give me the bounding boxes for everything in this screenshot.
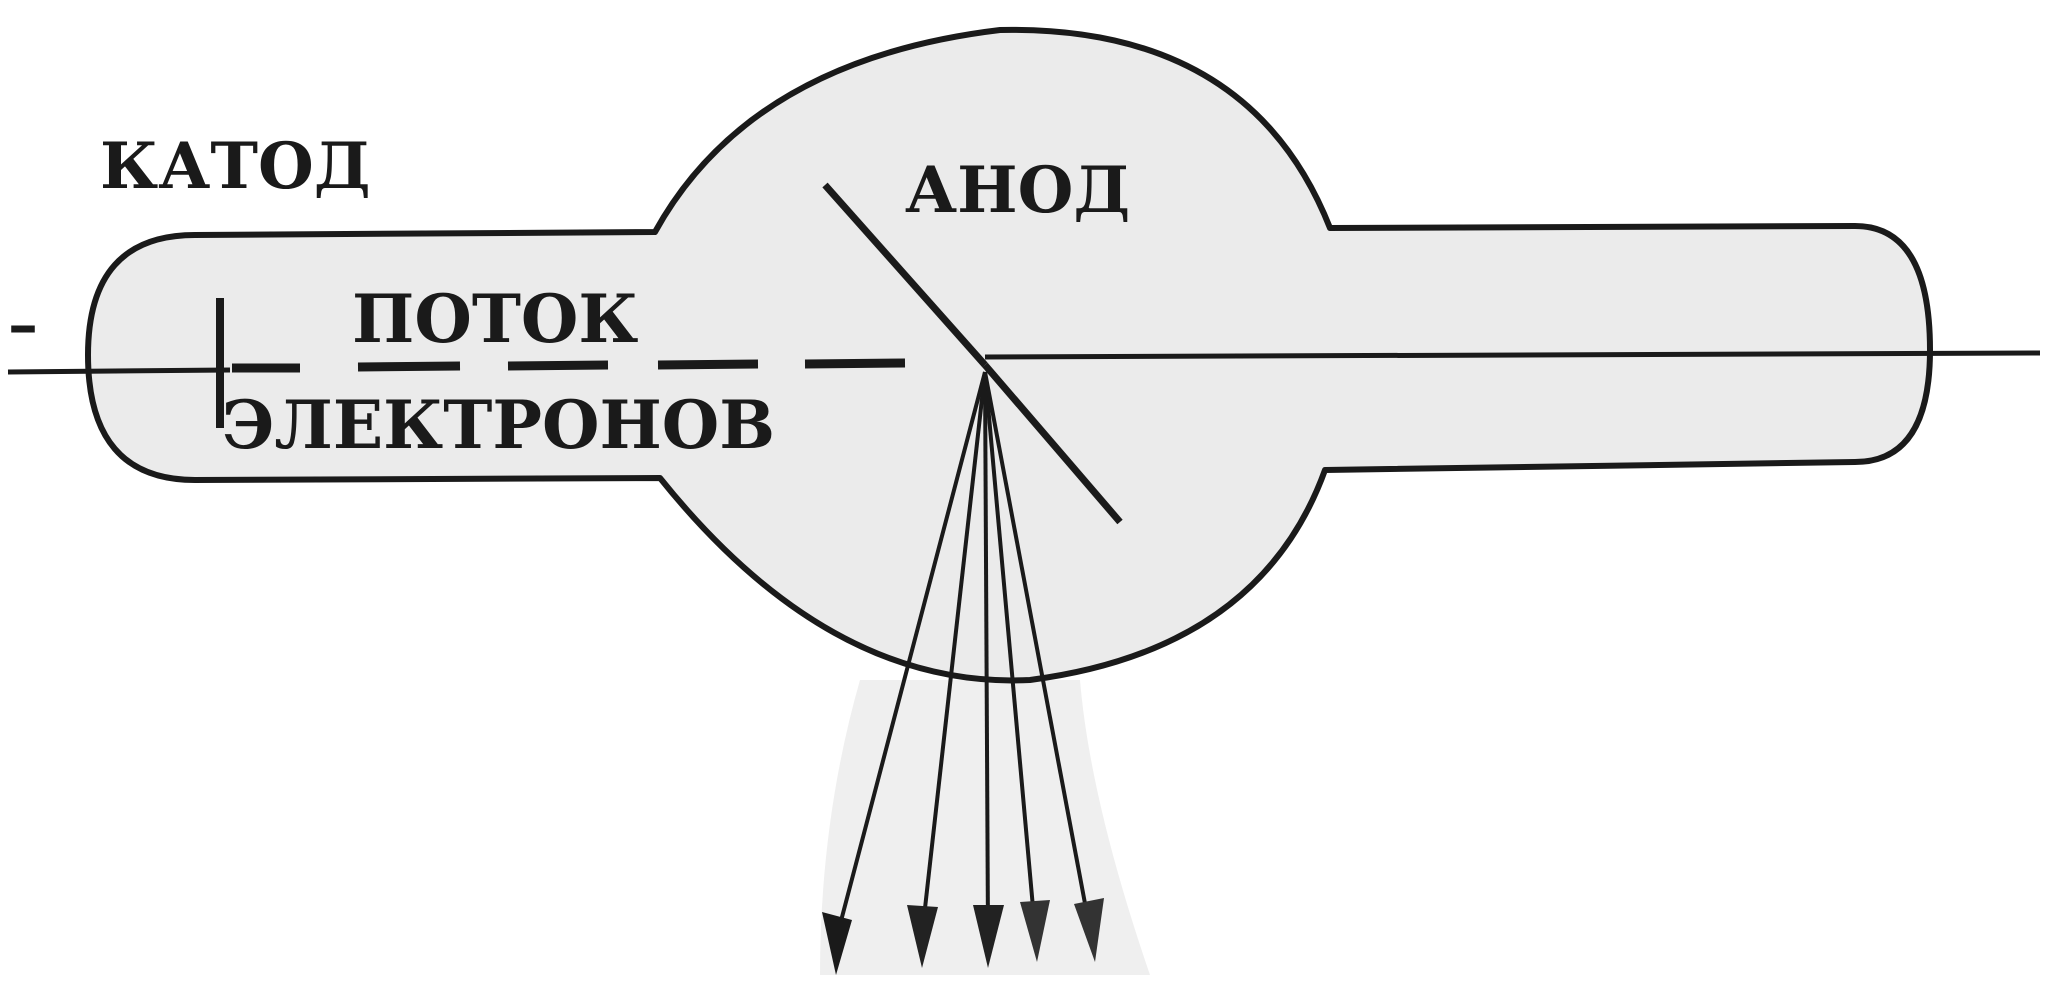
- xray-arrow-4: [983, 371, 1037, 931]
- electron-beam: [232, 358, 906, 373]
- minus-sign: –: [8, 290, 38, 360]
- anode-target: [822, 182, 1123, 525]
- ray-cone-shading: [820, 680, 1150, 975]
- electron-flow-label-line1: ПОТОК: [352, 280, 638, 358]
- xray-arrowhead-4: [1020, 900, 1050, 962]
- xray-arrowhead-5: [1074, 898, 1104, 962]
- electron-flow-label-line2: ЭЛЕКТРОНОВ: [222, 386, 775, 464]
- xray-arrows: [822, 371, 1104, 975]
- xray-arrow-1: [834, 371, 987, 941]
- xray-arrow-3: [983, 371, 990, 936]
- xray-arrowhead-3: [973, 905, 1004, 968]
- xray-arrowhead-2: [907, 905, 938, 968]
- tube-axis-left: [7, 367, 231, 375]
- xray-arrow-5: [983, 371, 1092, 931]
- xray-arrow-2: [920, 371, 987, 936]
- cathode-label: КАТОД: [100, 129, 371, 204]
- tube-axis-right: [984, 350, 2041, 360]
- xray-arrowhead-1: [822, 912, 852, 975]
- anode-label: АНОД: [905, 153, 1130, 228]
